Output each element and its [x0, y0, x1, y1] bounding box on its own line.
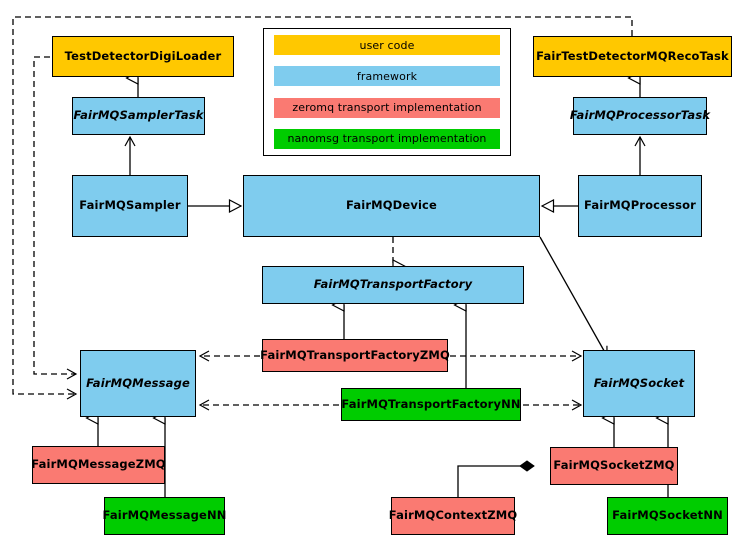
edge-device-socket — [539, 236, 608, 358]
class-node-FairMQTransportFactoryNN[interactable]: FairMQTransportFactoryNN — [341, 388, 521, 421]
class-node-FairMQSocketNN[interactable]: FairMQSocketNN — [607, 497, 728, 535]
class-node-FairMQSampler[interactable]: FairMQSampler — [72, 175, 188, 237]
class-node-FairMQMessageNN[interactable]: FairMQMessageNN — [103, 497, 226, 535]
class-node-FairMQDevice[interactable]: FairMQDevice — [243, 175, 540, 237]
class-node-FairMQMessageZMQ[interactable]: FairMQMessageZMQ — [31, 446, 166, 484]
legend-panel: user code framework zeromq transport imple… — [263, 28, 511, 156]
class-node-FairMQSocketZMQ[interactable]: FairMQSocketZMQ — [550, 447, 678, 485]
legend-item-1: framework — [274, 66, 500, 87]
edge-digiloader-message — [33, 56, 78, 380]
legend-item-2: zeromq transport implementation — [274, 97, 500, 118]
class-node-FairMQSocket[interactable]: FairMQSocket — [583, 350, 695, 417]
class-node-FairMQMessage[interactable]: FairMQMessage — [80, 350, 196, 417]
class-node-FairMQProcessor[interactable]: FairMQProcessor — [578, 175, 702, 237]
class-node-FairMQProcessorTask[interactable]: FairMQProcessorTask — [570, 97, 710, 135]
legend-item-3: nanomsg transport implementation — [274, 128, 500, 149]
class-node-FairMQTransportFactoryZMQ[interactable]: FairMQTransportFactoryZMQ — [260, 339, 450, 372]
class-node-FairTestDetectorMQRecoTask[interactable]: FairTestDetectorMQRecoTask — [533, 36, 732, 77]
class-node-FairMQContextZMQ[interactable]: FairMQContextZMQ — [389, 497, 517, 535]
class-node-FairMQTransportFactory[interactable]: FairMQTransportFactory — [262, 266, 524, 304]
class-node-FairMQSamplerTask[interactable]: FairMQSamplerTask — [72, 97, 205, 135]
class-node-TestDetectorDigiLoader[interactable]: TestDetectorDigiLoader — [52, 36, 234, 77]
edge-contextzmq-socketzmq — [457, 460, 535, 497]
legend-item-0: user code — [274, 35, 500, 55]
